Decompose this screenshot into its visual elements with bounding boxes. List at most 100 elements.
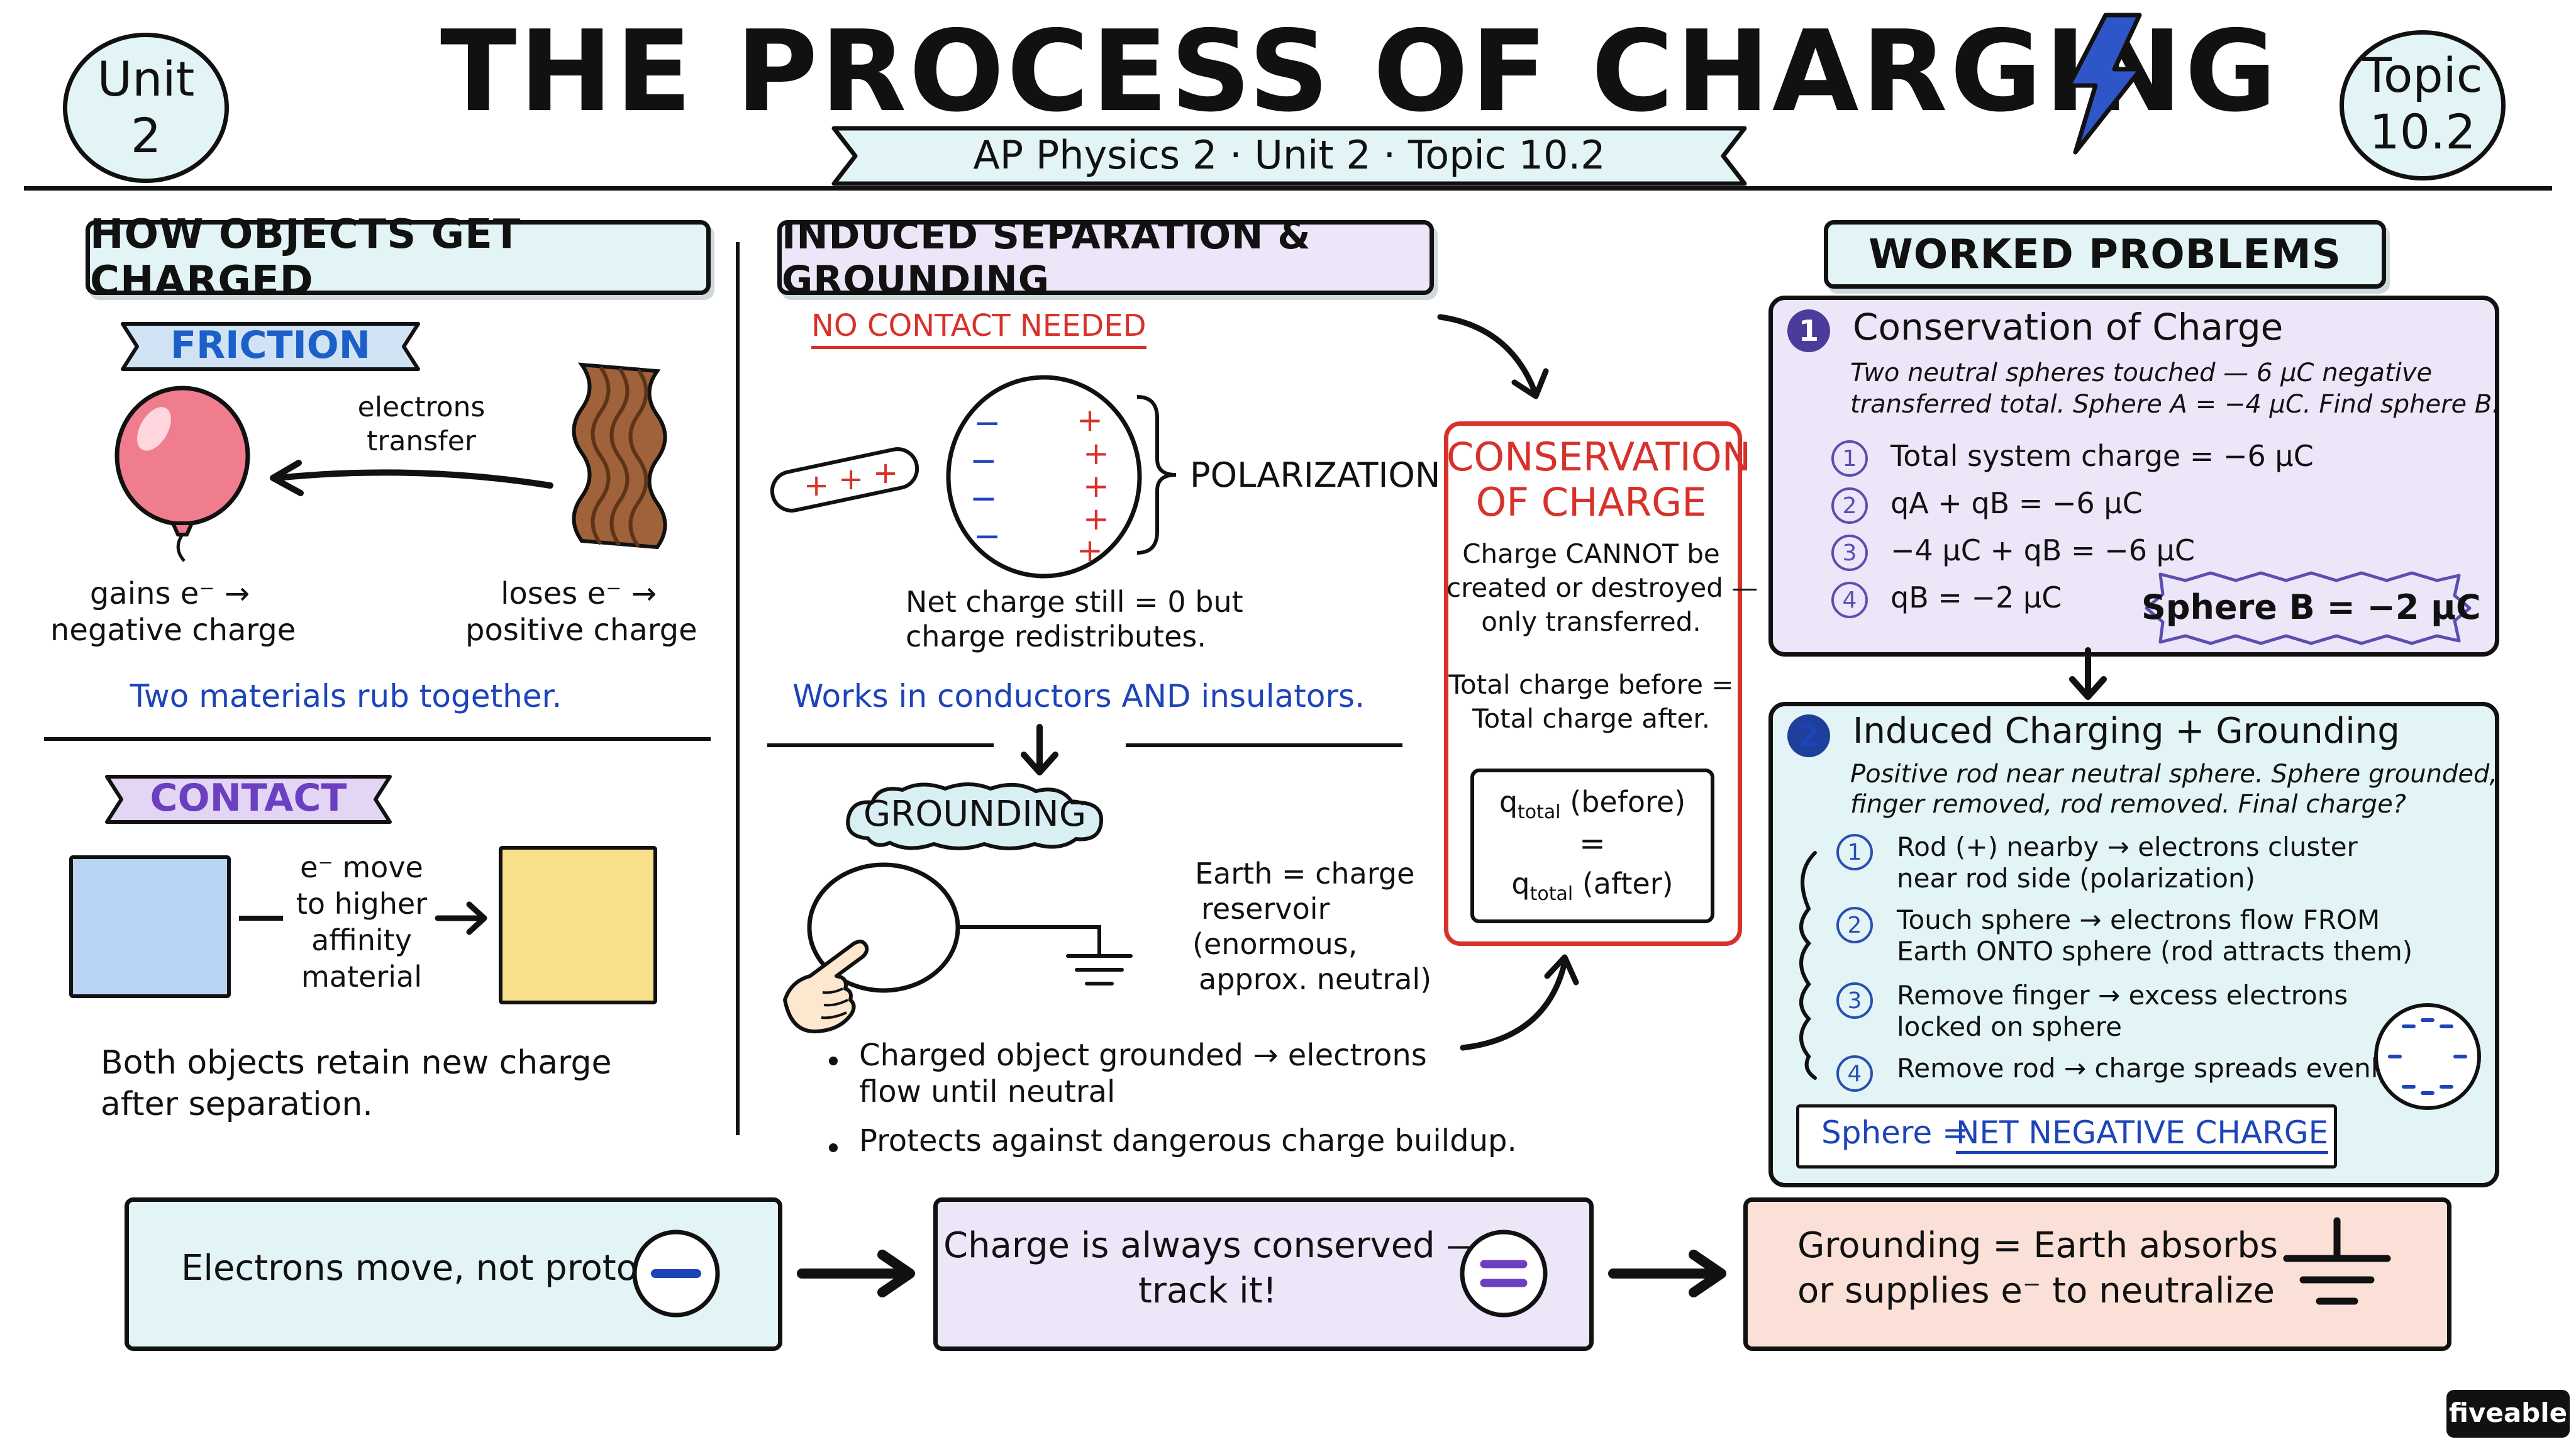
svg-text:+: + — [838, 462, 863, 497]
formula-bottom-sub: total — [1530, 883, 1574, 906]
wool-caption-1: loses e⁻ → — [501, 576, 657, 611]
hand-pointer-icon — [783, 940, 869, 1034]
problem-2-answer: NET NEGATIVE CHARGE — [1956, 1114, 2329, 1154]
balloon-caption-1: gains e⁻ → — [89, 576, 250, 611]
problem-2-answer-prefix: Sphere = — [1821, 1114, 1968, 1151]
p1-step-2-text: qA + qB = −6 μC — [1890, 486, 2143, 520]
svg-text:−: − — [970, 442, 997, 480]
summary-grounding-2: or supplies e⁻ to neutralize — [1797, 1270, 2275, 1311]
p1-step-1-number: 1 — [1831, 440, 1868, 477]
conservation-body-3: only transferred. — [1481, 606, 1701, 637]
friction-label: FRICTION — [170, 323, 371, 367]
svg-text:+: + — [1077, 532, 1103, 569]
net-charge-note-2: charge redistributes. — [906, 619, 1207, 653]
column-divider-left — [736, 242, 740, 1135]
electrons-transfer-label-2: transfer — [367, 425, 476, 457]
balloon-caption-2: negative charge — [50, 613, 296, 648]
contact-note-1: Both objects retain new charge — [101, 1044, 612, 1082]
wool-fabric-icon — [572, 362, 667, 550]
p2-step-2-line-1: Touch sphere → electrons flow FROM — [1897, 904, 2380, 935]
formula-top-rest: (before) — [1570, 785, 1686, 819]
summary-grounding-1: Grounding = Earth absorbs — [1797, 1225, 2279, 1266]
middle-section-header: INDUCED SEPARATION & GROUNDING — [777, 214, 1434, 302]
p2-step-1-number: 1 — [1836, 834, 1873, 870]
grounding-bullet-1b: flow until neutral — [859, 1074, 1116, 1109]
grounding-label: GROUNDING — [863, 794, 1087, 835]
header-divider — [24, 186, 2552, 191]
arrow-out-of-conservation — [1460, 954, 1579, 1051]
svg-text:−: − — [974, 404, 1001, 442]
problem-1-desc-1: Two neutral spheres touched — 6 μC negat… — [1850, 358, 2433, 387]
formula-bottom-q: q — [1511, 867, 1530, 901]
p2-step-4-number: 4 — [1836, 1055, 1873, 1092]
summary-conserved-2: track it! — [1138, 1270, 1277, 1311]
problem-1-number: 1 — [1787, 309, 1830, 352]
formula-eq: = — [1579, 825, 1606, 862]
net-charge-note-1: Net charge still = 0 but — [906, 585, 1243, 619]
equals-circle-icon — [1460, 1230, 1548, 1318]
balloon-icon — [114, 386, 250, 562]
bullet-dot-2 — [829, 1143, 838, 1152]
friction-arrow — [270, 460, 553, 496]
conservation-body-1: Charge CANNOT be — [1462, 538, 1720, 569]
page-title: THE PROCESS OF CHARGING — [440, 6, 2280, 136]
topic-badge-line2: 10.2 — [2369, 104, 2476, 160]
subtitle-ribbon — [831, 126, 1747, 186]
friction-ribbon — [121, 322, 420, 371]
middle-divider-right — [1126, 743, 1402, 747]
svg-text:+: + — [1077, 402, 1103, 438]
grounding-down-arrow — [1021, 724, 1058, 775]
conservation-body2-1: Total charge before = — [1448, 669, 1734, 700]
contact-label: CONTACT — [150, 776, 347, 820]
topic-badge-line1: Topic — [2362, 47, 2483, 103]
summary-box-grounding — [1743, 1197, 2451, 1351]
contact-middle-4: material — [301, 960, 422, 994]
bullet-dot-1 — [829, 1057, 838, 1065]
svg-text:+: + — [1083, 435, 1109, 472]
grounding-bullet-2: Protects against dangerous charge buildu… — [859, 1123, 1517, 1158]
p2-step-4-line-1: Remove rod → charge spreads evenly — [1897, 1053, 2394, 1084]
contact-middle-1: e⁻ move — [300, 850, 423, 884]
minus-circle-icon — [632, 1230, 720, 1318]
charged-rod: + + + — [770, 447, 919, 513]
problem-2-desc-1: Positive rod near neutral sphere. Sphere… — [1850, 760, 2498, 789]
ground-symbol-icon — [2283, 1217, 2391, 1305]
grounding-bullet-1a: Charged object grounded → electrons — [859, 1038, 1427, 1073]
svg-text:+: + — [804, 468, 829, 503]
negative-sphere-icon — [2374, 1003, 2481, 1110]
left-divider — [44, 737, 711, 741]
conservation-body2-2: Total charge after. — [1472, 703, 1711, 734]
answer-burst — [2145, 571, 2472, 645]
middle-divider-left — [767, 743, 994, 747]
works-note: Works in conductors AND insulators. — [792, 678, 1365, 714]
formula-bottom-rest: (after) — [1582, 867, 1674, 901]
topic-badge: Topic 10.2 — [2340, 30, 2506, 180]
p2-step-2-number: 2 — [1836, 907, 1873, 943]
polarized-sphere: − − − − + + + + + — [946, 375, 1142, 579]
step-flow-brace — [1799, 851, 1817, 1080]
p2-step-2-line-2: Earth ONTO sphere (rod attracts them) — [1897, 936, 2413, 967]
grounding-cloud — [846, 782, 1104, 850]
svg-text:+: + — [1083, 468, 1109, 504]
electrons-transfer-label-1: electrons — [357, 391, 486, 423]
svg-text:+: + — [1083, 501, 1109, 537]
fiveable-logo-text: fiveable — [2448, 1397, 2568, 1428]
p2-step-3-line-2: locked on sphere — [1897, 1011, 2122, 1042]
p2-step-3-number: 3 — [1836, 982, 1873, 1019]
problem-2-answer-box — [1796, 1104, 2337, 1169]
formula-top-q: q — [1499, 785, 1518, 819]
lightning-bolt-icon — [2067, 13, 2143, 155]
contact-middle-2: to higher — [296, 887, 428, 921]
formula-top: qtotal (before) — [1474, 785, 1711, 823]
bottom-arrow-2 — [1608, 1250, 1726, 1297]
p2-step-3-line-1: Remove finger → excess electrons — [1897, 980, 2348, 1011]
no-contact-tag: NO CONTACT NEEDED — [811, 308, 1146, 349]
problem-connector-arrow — [2069, 647, 2107, 700]
p2-step-1-line-1: Rod (+) nearby → electrons cluster — [1897, 831, 2358, 862]
summary-conserved-1: Charge is always conserved — — [943, 1225, 1482, 1266]
wool-caption-2: positive charge — [465, 613, 697, 648]
contact-note-2: after separation. — [101, 1085, 373, 1123]
contact-arrow — [435, 901, 487, 935]
left-section-header: HOW OBJECTS GET CHARGED — [86, 211, 711, 304]
